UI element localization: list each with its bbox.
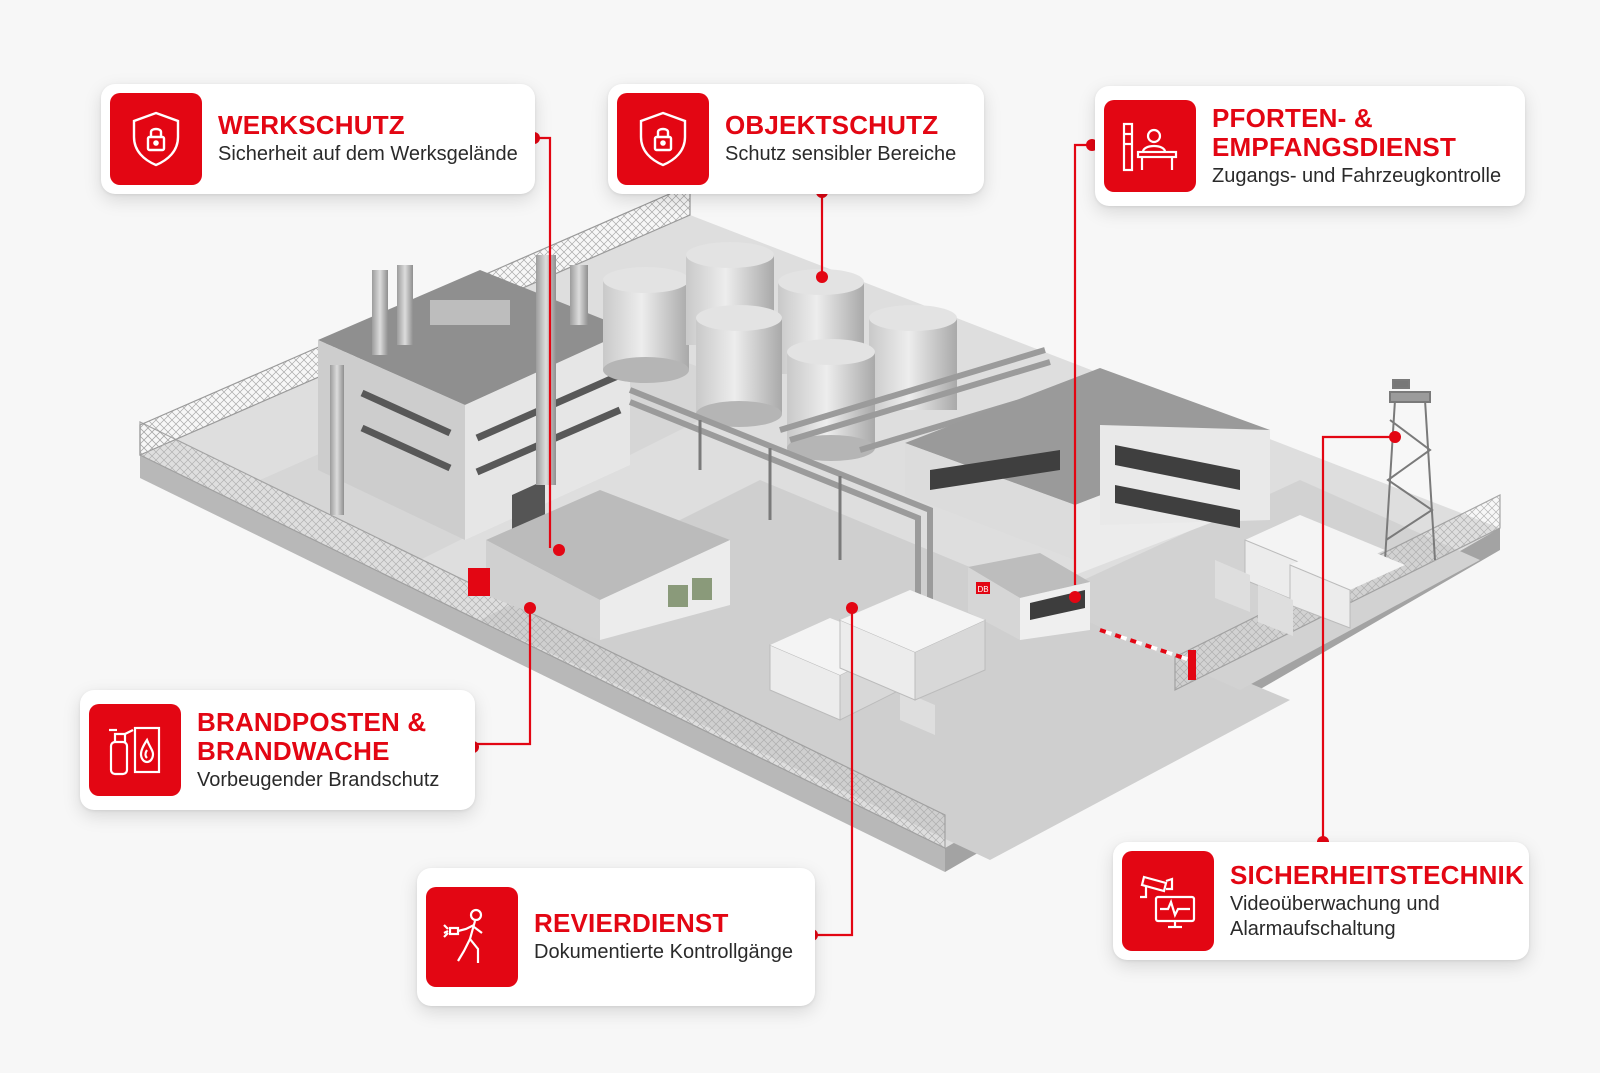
card-sicherheitstechnik: SICHERHEITSTECHNIK Videoüberwachung und … xyxy=(1113,842,1529,960)
card-title-line1: PFORTEN- & xyxy=(1212,102,1373,133)
trucks xyxy=(769,515,1405,735)
card-title-line1: BRANDPOSTEN & xyxy=(197,706,427,737)
card-subtitle: Schutz sensibler Bereiche xyxy=(725,143,957,165)
card-werkschutz: WERKSCHUTZ Sicherheit auf dem Werksgelän… xyxy=(101,84,535,194)
card-subtitle: Zugangs- und Fahrzeugkontrolle xyxy=(1212,164,1502,187)
card-brandposten-brandwache: BRANDPOSTEN & BRANDWACHE Vorbeugender Br… xyxy=(80,690,475,810)
card-subtitle-line1: Videoüberwachung und xyxy=(1230,892,1440,915)
fire-extinguisher-icon xyxy=(89,704,181,796)
reception-desk-icon xyxy=(1104,100,1196,192)
card-title: OBJEKTSCHUTZ xyxy=(725,110,939,140)
card-pforten-empfangsdienst: PFORTEN- & EMPFANGSDIENST Zugangs- und F… xyxy=(1095,86,1525,206)
card-title: SICHERHEITSTECHNIK xyxy=(1230,859,1524,890)
card-subtitle: Vorbeugender Brandschutz xyxy=(197,768,440,791)
patrol-flashlight-icon xyxy=(426,887,518,987)
card-title: REVIERDIENST xyxy=(534,908,729,938)
card-objektschutz: OBJEKTSCHUTZ Schutz sensibler Bereiche xyxy=(608,84,984,194)
camera-tower xyxy=(1384,379,1436,561)
service-building xyxy=(468,490,730,640)
tank-farm xyxy=(603,242,957,461)
card-subtitle: Dokumentierte Kontrollgänge xyxy=(534,941,794,963)
card-subtitle-line2: Alarmaufschaltung xyxy=(1230,917,1396,940)
gatehouse-sign: DB xyxy=(977,585,988,594)
card-title-line2: EMPFANGSDIENST xyxy=(1212,131,1457,162)
card-title: WERKSCHUTZ xyxy=(218,110,405,140)
cctv-monitor-icon xyxy=(1122,851,1214,951)
card-title-line2: BRANDWACHE xyxy=(197,735,390,766)
office-building xyxy=(905,368,1270,575)
shield-lock-icon xyxy=(110,93,202,185)
card-revierdienst: REVIERDIENST Dokumentierte Kontrollgänge xyxy=(417,868,815,1006)
shield-lock-icon xyxy=(617,93,709,185)
card-subtitle: Sicherheit auf dem Werksgelände xyxy=(218,143,518,165)
